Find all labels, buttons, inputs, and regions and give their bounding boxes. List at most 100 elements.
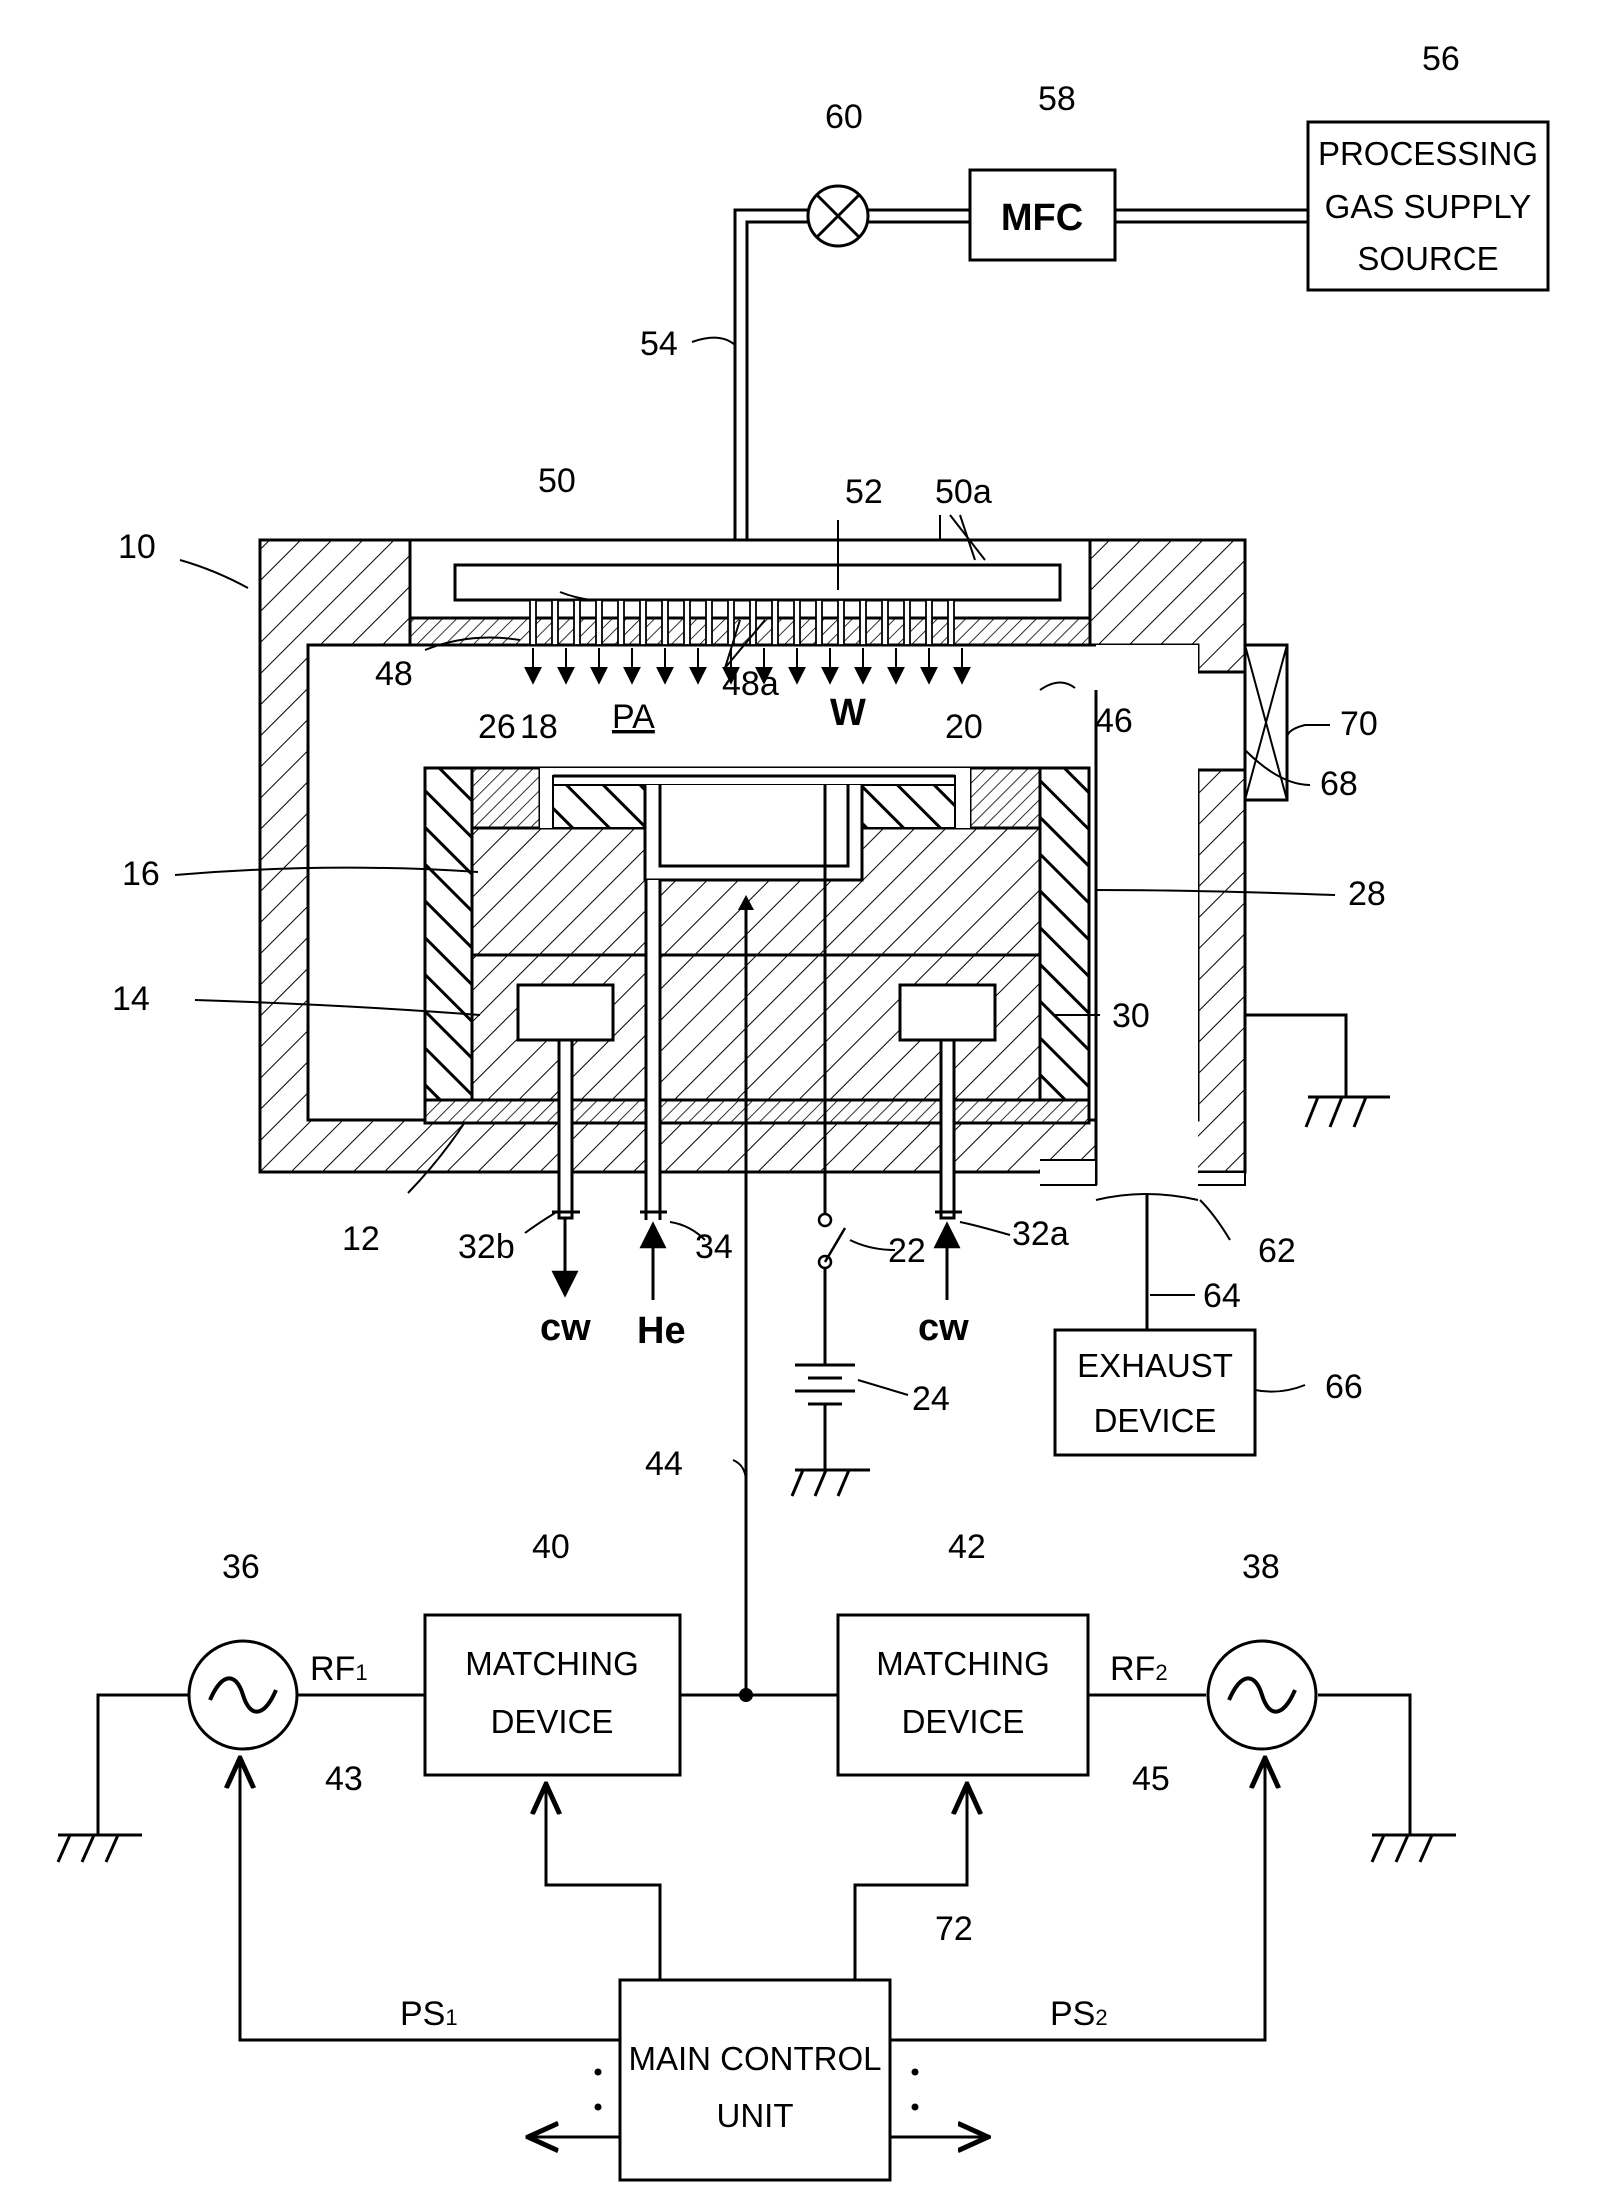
ref-60: 60 xyxy=(825,98,863,136)
gas-source-line-2: GAS SUPPLY xyxy=(1325,188,1532,225)
gas-hole xyxy=(596,600,602,645)
ref-34: 34 xyxy=(695,1228,733,1266)
ref-20: 20 xyxy=(945,708,983,746)
ref-50: 50 xyxy=(538,462,576,500)
ref-62: 62 xyxy=(1258,1232,1296,1270)
ref-66: 66 xyxy=(1325,1368,1363,1406)
rf-power-source-2-icon xyxy=(1208,1641,1316,1749)
gas-hole xyxy=(772,600,778,645)
he-label: He xyxy=(637,1310,686,1352)
ref-24: 24 xyxy=(912,1380,950,1418)
exhaust-line-1: EXHAUST xyxy=(1077,1347,1233,1384)
ref-32b: 32b xyxy=(458,1228,515,1266)
gas-hole xyxy=(640,600,646,645)
svg-text:RF1: RF1 xyxy=(310,1650,368,1688)
processing-gas-supply-source-box: PROCESSING GAS SUPPLY SOURCE xyxy=(1308,122,1548,290)
ref-72: 72 xyxy=(935,1910,973,1948)
gas-hole xyxy=(904,600,910,645)
rf2-label: RF xyxy=(1110,1650,1155,1688)
gas-hole xyxy=(816,600,822,645)
gas-hole xyxy=(948,600,954,645)
bottom-insulator xyxy=(425,1100,1089,1123)
ref-48: 48 xyxy=(375,655,413,693)
ref-46: 46 xyxy=(1095,702,1133,740)
chamber-ground-icon xyxy=(1245,1015,1390,1127)
matching-2-line-2: DEVICE xyxy=(902,1703,1025,1740)
main-control-line-1: MAIN CONTROL xyxy=(628,2040,881,2077)
gas-hole xyxy=(926,600,932,645)
ref-28: 28 xyxy=(1348,875,1386,913)
gas-hole xyxy=(530,600,536,645)
gas-hole xyxy=(860,600,866,645)
matching-1-line-1: MATCHING xyxy=(465,1645,639,1682)
ps2-subscript: 2 xyxy=(1095,2005,1107,2030)
svg-text:PS1: PS1 xyxy=(400,1995,458,2033)
ref-52: 52 xyxy=(845,473,883,511)
ps1-label: PS xyxy=(400,1995,445,2033)
rf-power-source-1-icon xyxy=(189,1641,297,1749)
plasma-area-label: PA xyxy=(612,698,655,736)
gas-hole xyxy=(618,600,624,645)
dc-ground-icon xyxy=(792,1470,870,1496)
ref-64: 64 xyxy=(1203,1277,1241,1315)
ref-54: 54 xyxy=(640,325,678,363)
exhaust-line-2: DEVICE xyxy=(1094,1402,1217,1439)
matching-device-1-box: MATCHING DEVICE xyxy=(425,1615,680,1775)
ref-10: 10 xyxy=(118,528,156,566)
ref-14: 14 xyxy=(112,980,150,1018)
ref-43: 43 xyxy=(325,1760,363,1798)
valve-icon xyxy=(808,186,868,246)
ref-50a: 50a xyxy=(935,473,992,511)
ref-30: 30 xyxy=(1112,997,1150,1035)
ref-16: 16 xyxy=(122,855,160,893)
exhaust-device-box: EXHAUST DEVICE xyxy=(1055,1330,1255,1455)
ref-58: 58 xyxy=(1038,80,1076,118)
gas-supply-line xyxy=(735,210,1308,560)
gas-hole xyxy=(662,600,668,645)
rf1-subscript: 1 xyxy=(355,1660,367,1685)
switch-icon xyxy=(819,1214,845,1365)
gas-hole xyxy=(794,600,800,645)
gas-hole xyxy=(882,600,888,645)
ref-22: 22 xyxy=(888,1232,926,1270)
gas-hole xyxy=(684,600,690,645)
ref-45: 45 xyxy=(1132,1760,1170,1798)
gas-hole xyxy=(552,600,558,645)
ps1-subscript: 1 xyxy=(445,2005,457,2030)
matching-1-line-2: DEVICE xyxy=(491,1703,614,1740)
dc-power-supply-icon xyxy=(795,1365,855,1470)
ref-56: 56 xyxy=(1422,40,1460,78)
coolant-out-label: cw xyxy=(540,1307,591,1349)
ref-70: 70 xyxy=(1340,705,1378,743)
coolant-in-label: cw xyxy=(918,1307,969,1349)
ref-48a: 48a xyxy=(722,665,779,703)
gas-source-line-3: SOURCE xyxy=(1357,240,1498,277)
rf1-label: RF xyxy=(310,1650,355,1688)
mfc-box: MFC xyxy=(970,170,1115,260)
ref-26: 26 xyxy=(478,708,516,746)
gas-hole xyxy=(574,600,580,645)
gas-source-line-1: PROCESSING xyxy=(1318,135,1538,172)
gas-hole xyxy=(706,600,712,645)
main-control-unit-box: MAIN CONTROL UNIT xyxy=(620,1980,890,2180)
gas-hole xyxy=(728,600,734,645)
ref-44: 44 xyxy=(645,1445,683,1483)
matching-2-line-1: MATCHING xyxy=(876,1645,1050,1682)
gate-port xyxy=(1198,672,1245,770)
svg-text:RF2: RF2 xyxy=(1110,1650,1168,1688)
wafer-label: W xyxy=(830,692,866,734)
ref-68: 68 xyxy=(1320,765,1358,803)
rf-ground-right-icon xyxy=(1372,1835,1456,1862)
mfc-label: MFC xyxy=(1001,197,1083,239)
svg-text:PS2: PS2 xyxy=(1050,1995,1108,2033)
rf-ground-left-icon xyxy=(58,1835,142,1862)
ref-32a: 32a xyxy=(1012,1215,1069,1253)
ps2-label: PS xyxy=(1050,1995,1095,2033)
gas-hole xyxy=(838,600,844,645)
ref-42: 42 xyxy=(948,1528,986,1566)
ref-18: 18 xyxy=(520,708,558,746)
matching-device-2-box: MATCHING DEVICE xyxy=(838,1615,1088,1775)
ref-38: 38 xyxy=(1242,1548,1280,1586)
ref-40: 40 xyxy=(532,1528,570,1566)
